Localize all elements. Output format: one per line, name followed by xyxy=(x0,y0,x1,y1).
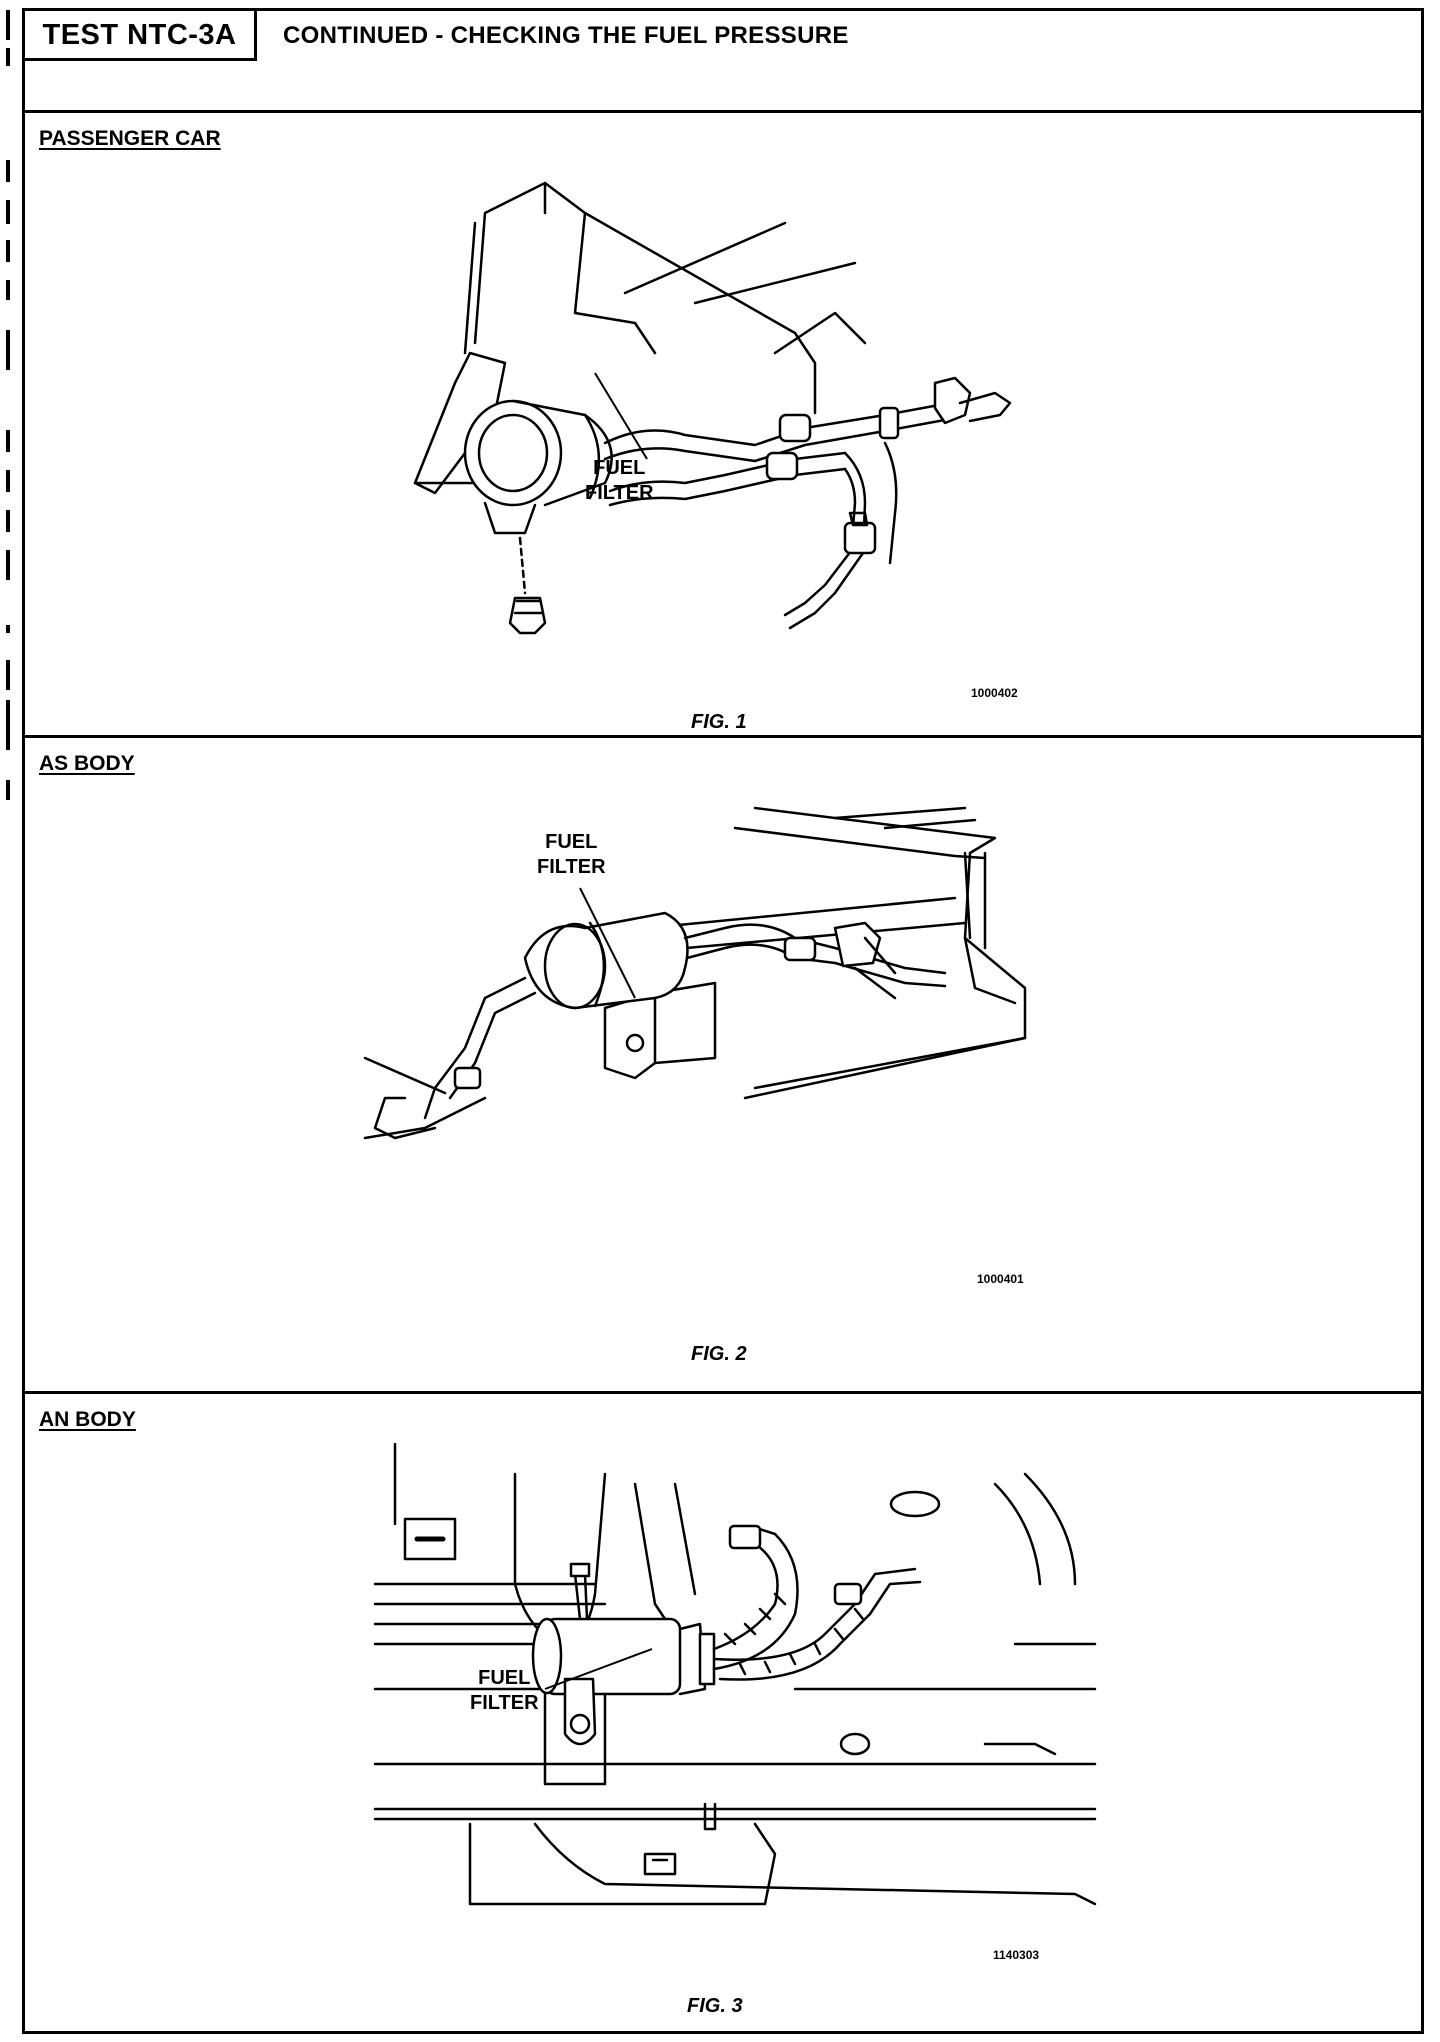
figure-id: 1140303 xyxy=(993,1948,1040,1962)
fuel-filter-illustration-as-body xyxy=(365,798,1085,1158)
section-passenger-car: PASSENGER CAR xyxy=(25,113,1421,738)
binding-mark xyxy=(6,160,10,182)
page-title: CONTINUED - CHECKING THE FUEL PRESSURE xyxy=(283,22,849,49)
binding-mark xyxy=(6,780,10,800)
binding-mark xyxy=(6,430,10,452)
binding-mark xyxy=(6,240,10,262)
callout-line: FILTER xyxy=(537,856,606,878)
document-frame: TEST NTC-3A CONTINUED - CHECKING THE FUE… xyxy=(22,8,1424,2034)
test-id: TEST NTC-3A xyxy=(25,11,257,61)
binding-mark xyxy=(6,48,10,66)
binding-mark xyxy=(6,330,10,370)
callout-line: FUEL xyxy=(478,1667,531,1689)
figure-id: 1000402 xyxy=(971,686,1018,700)
figure-caption: FIG. 2 xyxy=(691,1343,747,1365)
binding-mark xyxy=(6,200,10,224)
binding-mark xyxy=(6,700,10,750)
callout-line: FUEL xyxy=(593,457,646,479)
binding-mark xyxy=(6,280,10,300)
section-label: AS BODY xyxy=(39,752,135,775)
binding-mark xyxy=(6,470,10,492)
callout-line: FILTER xyxy=(470,1692,539,1714)
callout-line: FILTER xyxy=(585,482,654,504)
binding-mark xyxy=(6,660,10,690)
fuel-filter-callout: FUEL FILTER xyxy=(585,456,654,506)
section-label: PASSENGER CAR xyxy=(39,127,221,150)
figure-caption: FIG. 1 xyxy=(691,711,747,733)
page-header: TEST NTC-3A CONTINUED - CHECKING THE FUE… xyxy=(25,11,1421,113)
section-label: AN BODY xyxy=(39,1408,136,1431)
section-an-body: AN BODY xyxy=(25,1394,1421,2031)
fuel-filter-callout: FUEL FILTER xyxy=(470,1666,539,1716)
figure-caption: FIG. 3 xyxy=(687,1995,743,2017)
callout-leader-line xyxy=(585,363,665,463)
callout-leader-line xyxy=(540,1644,660,1704)
binding-mark xyxy=(6,10,10,40)
figure-id: 1000401 xyxy=(977,1272,1024,1286)
section-as-body: AS BODY xyxy=(25,738,1421,1394)
callout-leader-line xyxy=(575,883,655,1003)
fuel-filter-illustration-an-body xyxy=(375,1434,1095,1924)
binding-mark xyxy=(6,510,10,532)
binding-mark xyxy=(6,625,10,633)
fuel-filter-callout: FUEL FILTER xyxy=(537,830,606,880)
binding-mark xyxy=(6,550,10,580)
fuel-filter-illustration-passenger-car xyxy=(395,153,1075,663)
callout-line: FUEL xyxy=(545,831,598,853)
